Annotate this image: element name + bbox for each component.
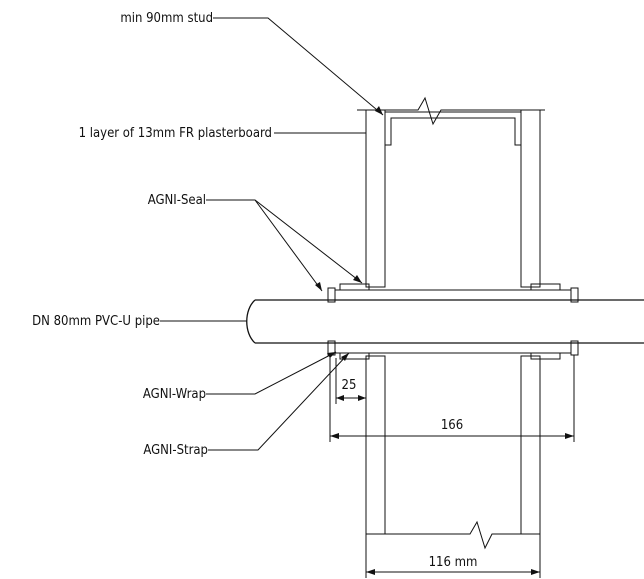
top-break-line [357,96,545,126]
strap-label: AGNI-Strap [143,443,208,458]
wrap-top [334,289,572,301]
dim-25: 25 [342,378,357,393]
left-plasterboard-top [365,109,386,288]
wrap-bottom [334,342,572,354]
pipe-end-break [246,299,256,344]
dim-116: 116 mm [429,555,478,570]
bottom-break-line [385,520,521,550]
right-plasterboard-top [520,109,541,288]
bottom-wall [365,355,541,550]
agni-wrap [327,287,579,356]
stud-label: min 90mm stud [120,11,213,26]
seal-right-top [530,283,561,291]
agni-seal [339,283,561,360]
pvc-pipe [246,299,644,344]
strap-right-top [570,287,579,303]
dim-166: 166 [441,418,463,433]
top-wall [357,96,545,288]
left-plasterboard-bottom [365,355,386,535]
strap-left-top [327,287,336,303]
seal-right-bottom [530,352,561,360]
seal-label: AGNI-Seal [148,193,206,208]
plasterboard-label: 1 layer of 13mm FR plasterboard [79,126,272,141]
dimensions [329,355,575,578]
stud-channel [384,111,522,146]
leader-lines [160,17,384,451]
seal-left-top [339,283,370,291]
pipe-label: DN 80mm PVC-U pipe [32,314,160,329]
seal-left-bottom [339,352,370,360]
wrap-label: AGNI-Wrap [143,387,206,402]
right-plasterboard-bottom [520,355,541,535]
